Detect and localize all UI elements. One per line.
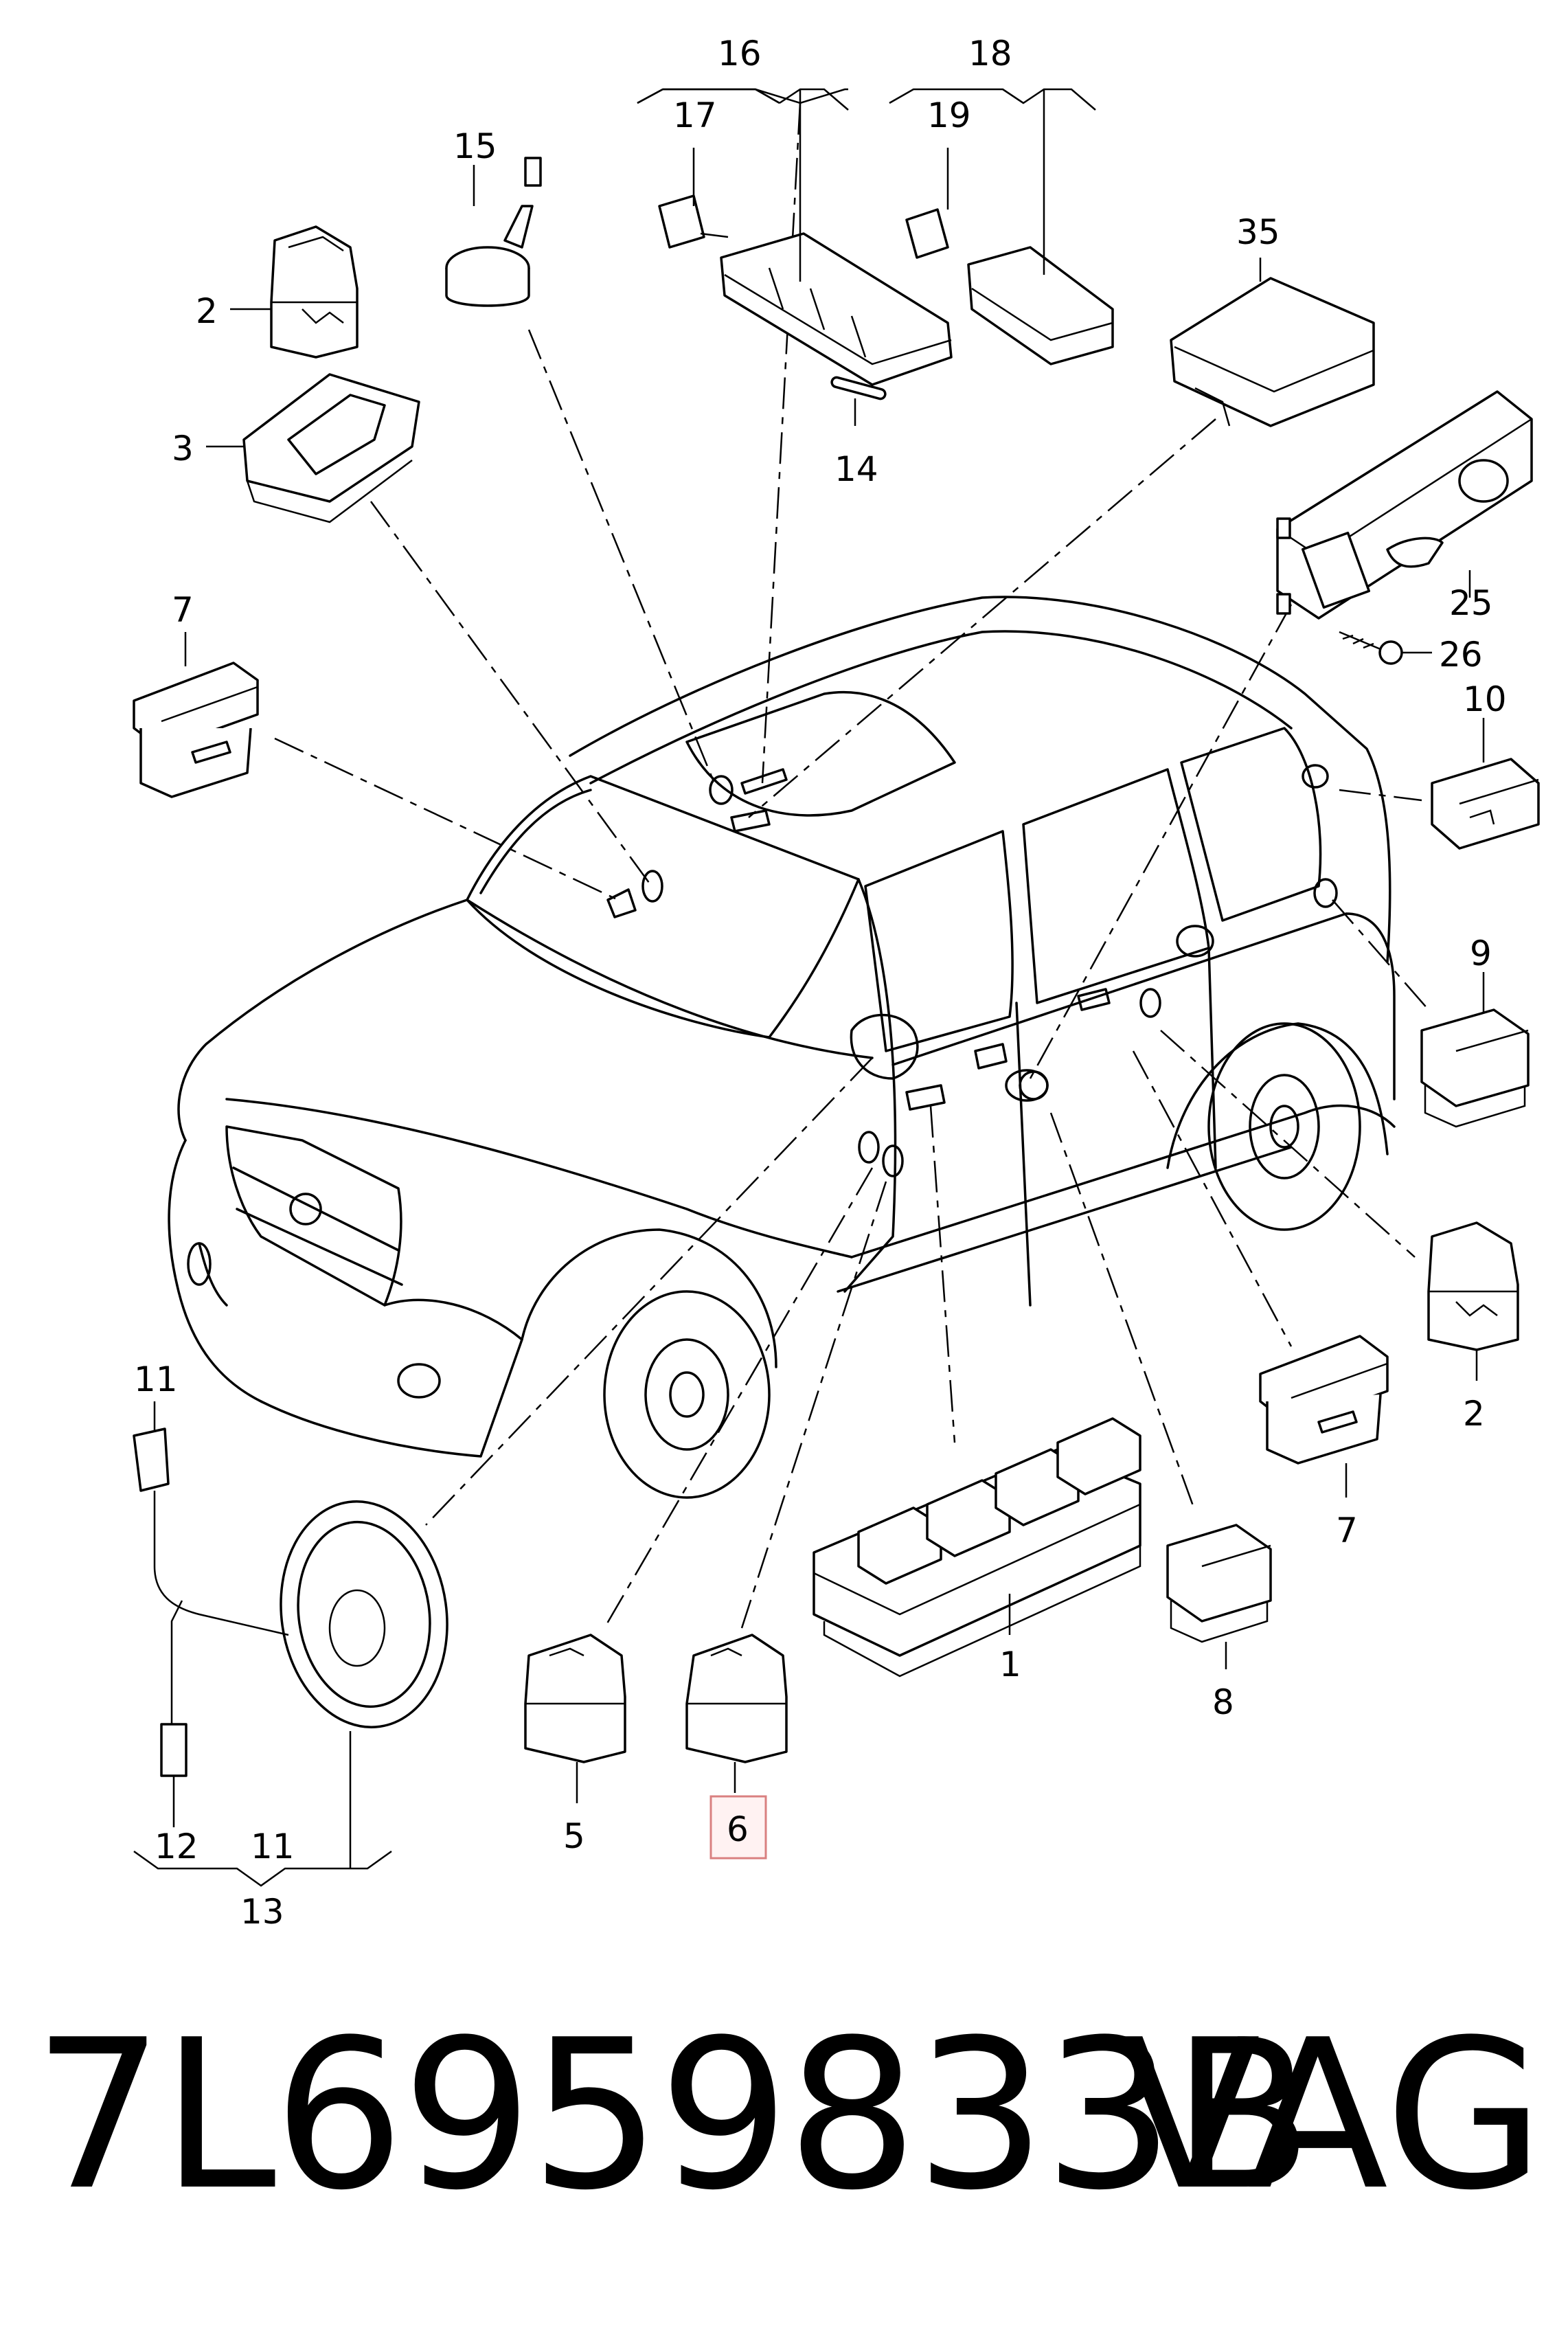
screw-26 bbox=[1339, 631, 1403, 665]
callout-9: 9 bbox=[1470, 934, 1492, 973]
single-switch-6 bbox=[685, 1634, 788, 1763]
callout-7-left: 7 bbox=[172, 590, 194, 630]
callout-labels: 16 18 17 19 15 35 2 3 14 25 26 7 10 9 11… bbox=[134, 34, 1507, 1932]
steering-column-switch bbox=[445, 157, 542, 307]
single-switch-top bbox=[270, 225, 359, 359]
callout-16: 16 bbox=[718, 34, 762, 74]
callout-15: 15 bbox=[453, 126, 497, 166]
double-switch-left bbox=[133, 662, 259, 798]
dashed-leader-lines bbox=[274, 102, 1429, 1629]
callout-2-top: 2 bbox=[196, 291, 218, 331]
single-switch-5 bbox=[524, 1634, 626, 1763]
single-switch-8 bbox=[1166, 1524, 1272, 1643]
footer: 7L6959833B VAG bbox=[0, 1992, 1568, 2239]
control-module-35 bbox=[1170, 277, 1375, 427]
callout-6: 6 bbox=[727, 1809, 749, 1849]
callout-35: 35 bbox=[1236, 212, 1280, 252]
seat-switch-panel-25 bbox=[1276, 390, 1533, 620]
callout-8: 8 bbox=[1212, 1682, 1234, 1722]
harness-module-16 bbox=[658, 194, 953, 400]
callout-18: 18 bbox=[968, 34, 1012, 74]
highlighted-callout-box bbox=[709, 1795, 767, 1860]
rectangular-switch bbox=[242, 373, 420, 523]
master-window-switch bbox=[813, 1417, 1141, 1678]
callout-10: 10 bbox=[1463, 679, 1507, 719]
leader-lines bbox=[133, 88, 1485, 1887]
single-switch-9 bbox=[1420, 1008, 1530, 1128]
callout-17: 17 bbox=[673, 95, 717, 135]
callout-11-top: 11 bbox=[134, 1359, 178, 1399]
callout-1: 1 bbox=[999, 1645, 1021, 1684]
part-number: 7L6959833B bbox=[33, 1996, 1313, 2235]
callout-25: 25 bbox=[1449, 583, 1493, 623]
callout-12: 12 bbox=[155, 1827, 198, 1866]
callout-2-right: 2 bbox=[1463, 1394, 1485, 1434]
harness-module-18 bbox=[905, 208, 1114, 365]
callout-3: 3 bbox=[172, 429, 194, 468]
single-switch-10 bbox=[1431, 758, 1540, 850]
callout-13: 13 bbox=[240, 1892, 284, 1932]
speaker-with-harness bbox=[133, 1427, 448, 1777]
callout-26: 26 bbox=[1439, 635, 1483, 675]
callout-19: 19 bbox=[927, 95, 971, 135]
callout-5: 5 bbox=[563, 1816, 585, 1856]
callout-14: 14 bbox=[834, 449, 878, 489]
single-switch-right bbox=[1427, 1221, 1519, 1351]
vehicle-outline bbox=[168, 596, 1396, 1499]
callout-11-bottom: 11 bbox=[251, 1827, 295, 1866]
double-switch-right bbox=[1259, 1335, 1389, 1465]
brand-name: VAG bbox=[1120, 1996, 1545, 2235]
callout-7-right: 7 bbox=[1336, 1511, 1358, 1550]
